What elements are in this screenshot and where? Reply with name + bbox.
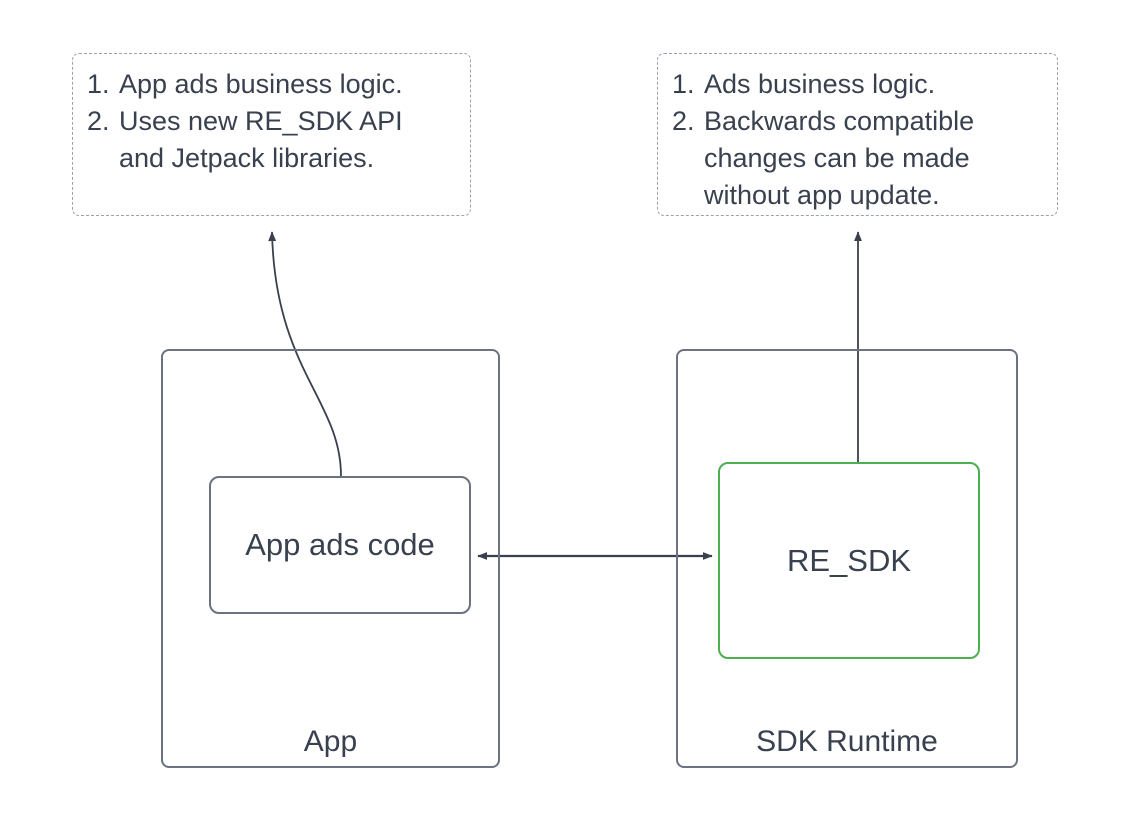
app-note-item-1-number: 1. <box>87 69 110 99</box>
sdk-note-item-2-number: 2. <box>672 106 695 136</box>
app-note-callout: 1. App ads business logic. 2. Uses new R… <box>72 53 471 216</box>
app-note-item-2: 2. Uses new RE_SDK API and Jetpack libra… <box>87 103 456 177</box>
app-ads-code-box[interactable]: App ads code <box>209 476 471 614</box>
sdk-note-item-1-text: Ads business logic. <box>704 69 936 99</box>
sdk-note-item-2-text: Backwards compatible changes can be made… <box>704 106 975 210</box>
sdk-note-item-1: 1. Ads business logic. <box>672 66 1043 103</box>
sdk-note-callout: 1. Ads business logic. 2. Backwards comp… <box>657 53 1058 216</box>
app-container: App <box>161 349 500 768</box>
re-sdk-box[interactable]: RE_SDK <box>718 462 980 659</box>
app-container-label: App <box>303 725 358 758</box>
re-sdk-label: RE_SDK <box>786 542 912 578</box>
app-note-item-2-number: 2. <box>87 106 110 136</box>
sdk-runtime-container-label: SDK Runtime <box>756 725 938 758</box>
app-note-list: 1. App ads business logic. 2. Uses new R… <box>87 66 456 177</box>
sdk-note-list: 1. Ads business logic. 2. Backwards comp… <box>672 66 1043 214</box>
sdk-note-item-1-number: 1. <box>672 69 695 99</box>
sdk-runtime-container: SDK Runtime <box>676 349 1018 768</box>
app-note-item-1-text: App ads business logic. <box>119 69 403 99</box>
app-ads-code-label: App ads code <box>245 527 435 562</box>
sdk-note-item-2: 2. Backwards compatible changes can be m… <box>672 103 1043 214</box>
app-note-item-2-text: Uses new RE_SDK API and Jetpack librarie… <box>119 106 403 173</box>
app-note-item-1: 1. App ads business logic. <box>87 66 456 103</box>
